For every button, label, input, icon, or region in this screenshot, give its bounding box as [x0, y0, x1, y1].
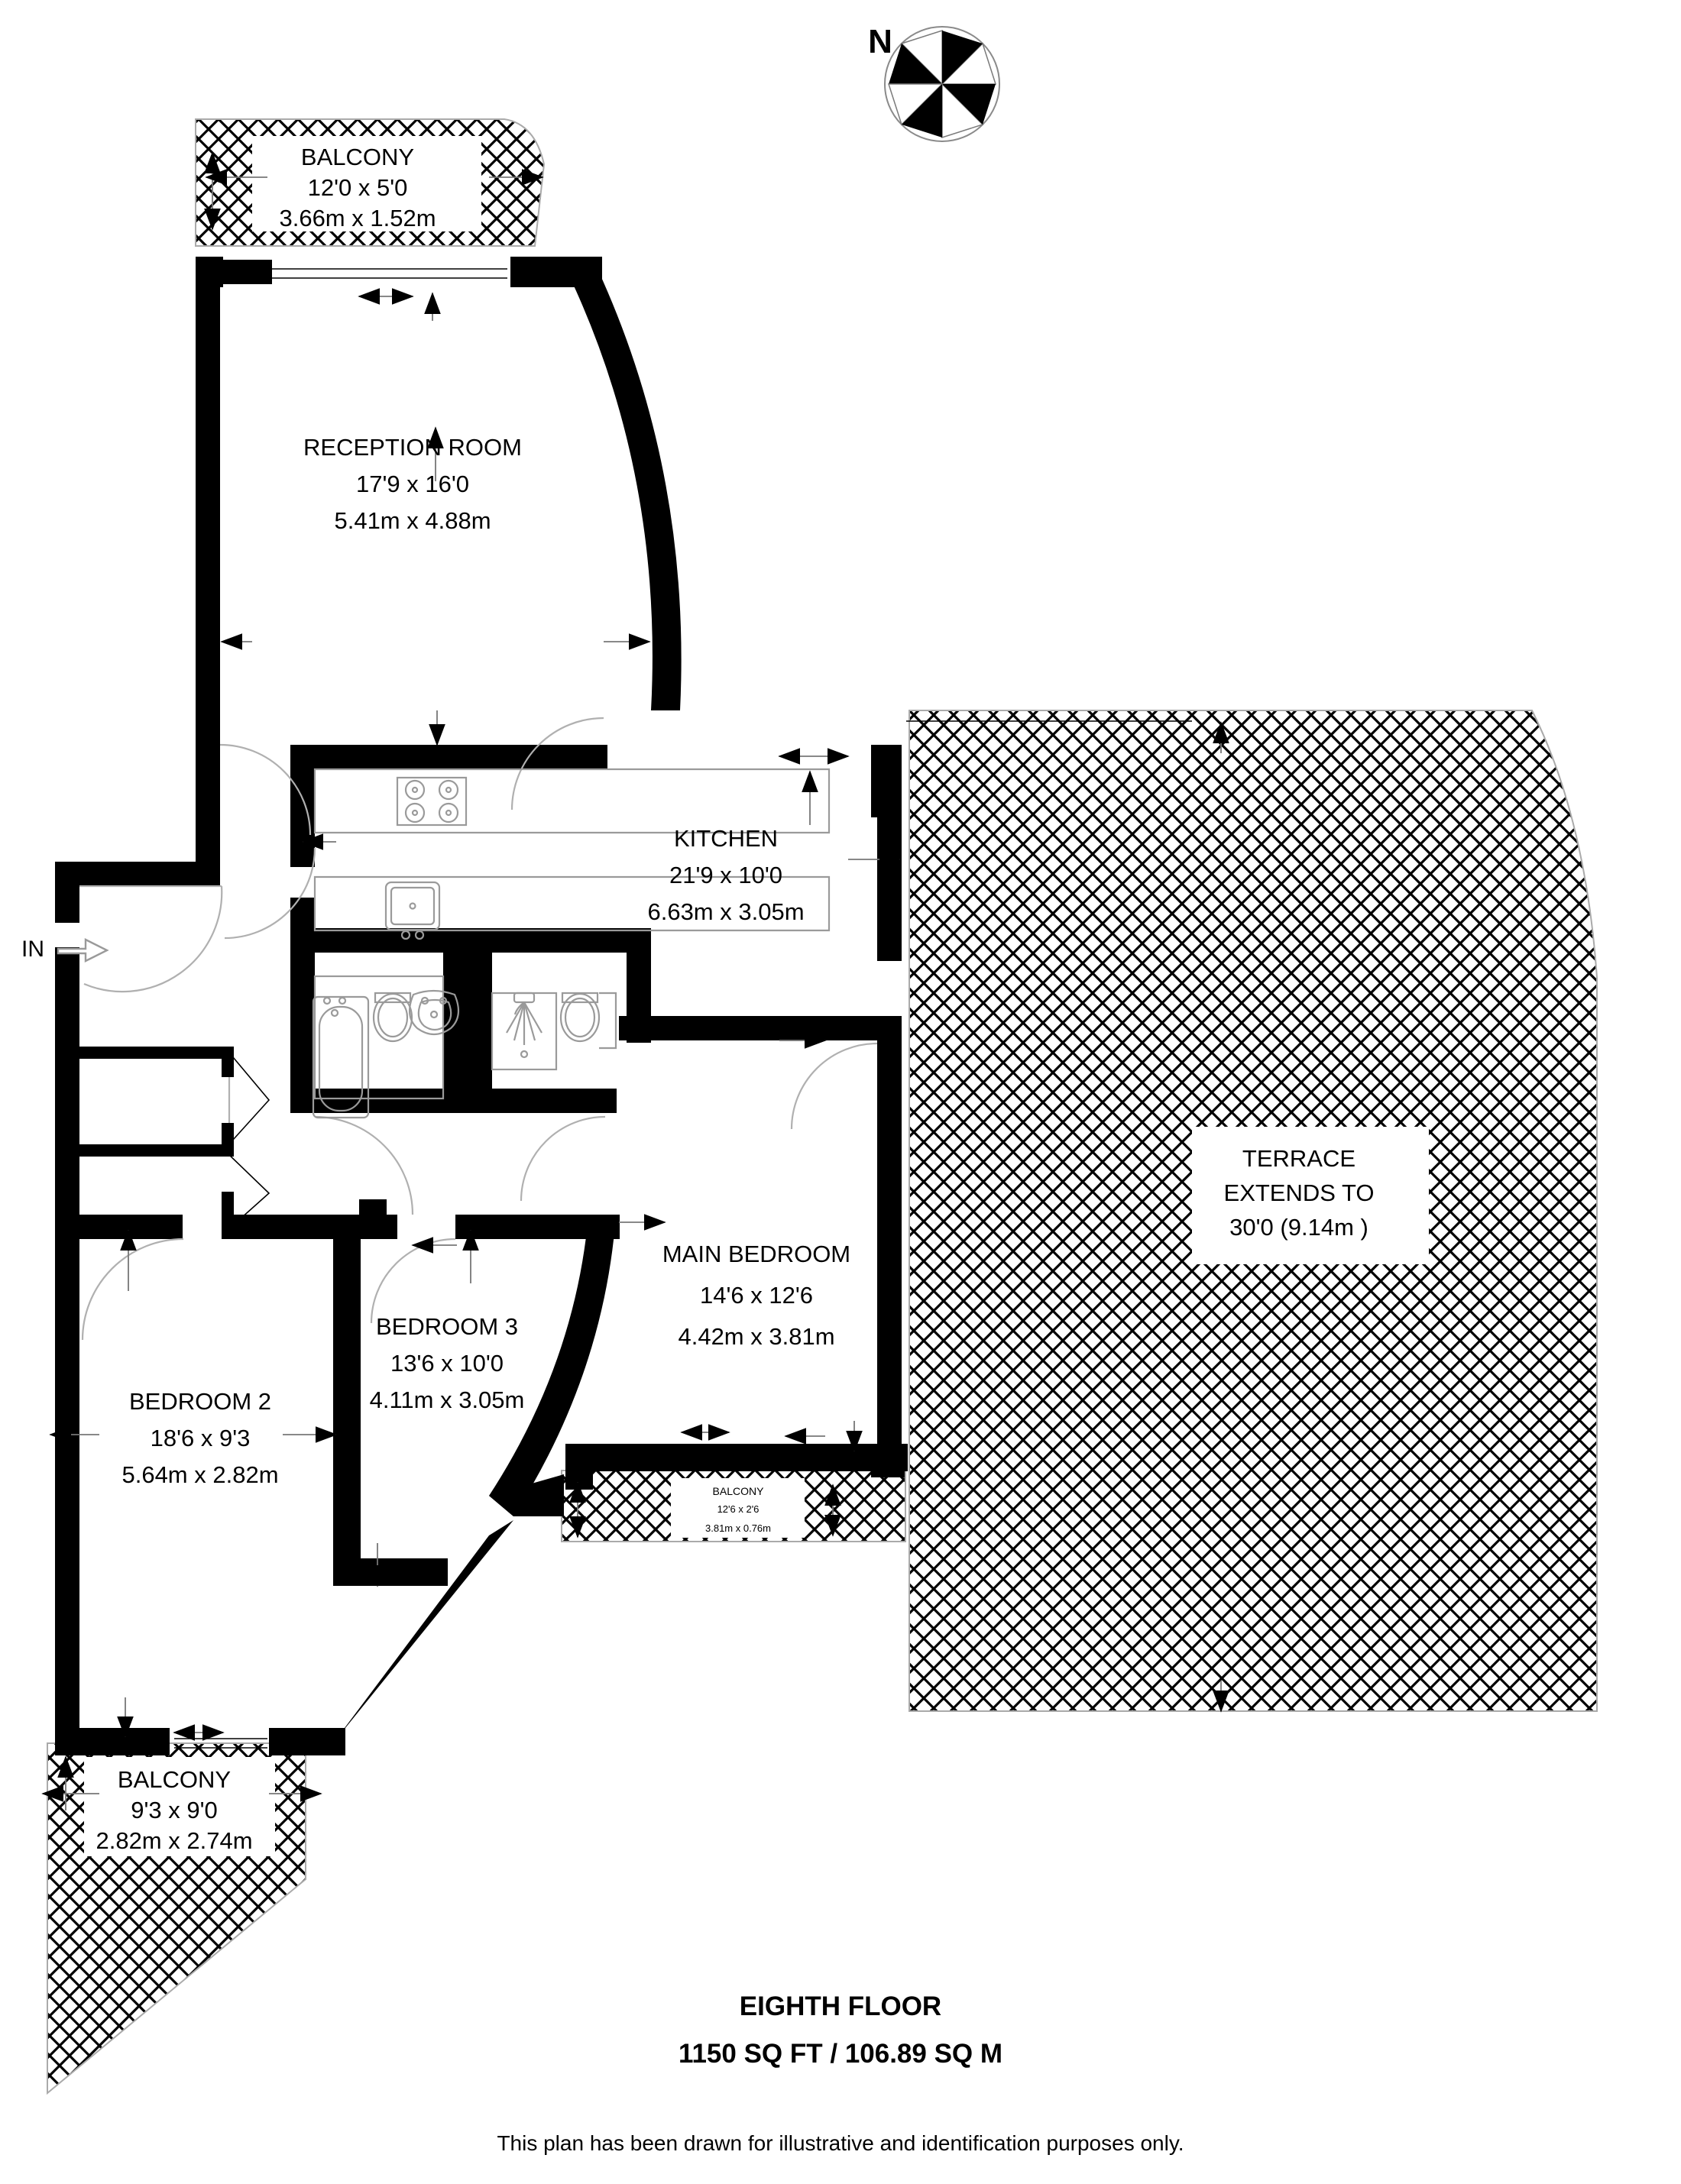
bathroom-2-fixtures [491, 992, 617, 1071]
balcony-main-bedroom-imperial: 12'6 x 2'6 [717, 1503, 760, 1515]
bedroom-3-name: BEDROOM 3 [376, 1313, 518, 1340]
shower-icon [491, 992, 558, 1071]
bedroom-2-name: BEDROOM 2 [129, 1388, 271, 1415]
wall-structure [55, 257, 908, 1755]
bedroom-2-metric: 5.64m x 2.82m [121, 1461, 278, 1488]
compass-north-label: N [868, 23, 892, 60]
terrace-label-plate [1192, 1127, 1429, 1264]
main-bedroom-imperial: 14'6 x 12'6 [700, 1282, 813, 1309]
kitchen-imperial: 21'9 x 10'0 [669, 862, 782, 888]
reception-room-metric: 5.41m x 4.88m [334, 507, 491, 534]
balcony-mb-label-plate [671, 1478, 805, 1538]
dimension-arrows [41, 151, 1229, 1810]
compass-rose-icon [884, 26, 1000, 142]
reception-room-name: RECEPTION ROOM [303, 434, 522, 461]
entry-in-label: IN [21, 937, 44, 962]
wall-stubs [196, 257, 905, 1477]
balcony-top-label-plate [252, 136, 481, 231]
balcony-top-metric: 3.66m x 1.52m [279, 205, 436, 231]
reception-room-imperial: 17'9 x 16'0 [356, 471, 469, 497]
terrace-area [909, 710, 1598, 1712]
balcony-bottom-imperial: 9'3 x 9'0 [131, 1797, 218, 1823]
terrace-line2: EXTENDS TO [1224, 1179, 1375, 1206]
kitchen-metric: 6.63m x 3.05m [647, 898, 804, 925]
main-bedroom-metric: 4.42m x 3.81m [678, 1323, 834, 1350]
balcony-main-bedroom-name: BALCONY [713, 1485, 765, 1497]
bedroom-3-imperial: 13'6 x 10'0 [390, 1350, 504, 1377]
washbasin-icon [408, 989, 460, 1036]
sink-icon [384, 881, 441, 940]
hob-icon [396, 776, 468, 827]
footer-floor-title: EIGHTH FLOOR [740, 1991, 941, 2021]
balcony-top-imperial: 12'0 x 5'0 [308, 174, 408, 201]
balcony-bottom-metric: 2.82m x 2.74m [96, 1827, 252, 1854]
toilet-icon [372, 992, 413, 1043]
terrace-name: TERRACE [1242, 1145, 1355, 1172]
closet-walls [79, 1047, 234, 1216]
bathroom-1-fixtures [312, 975, 460, 1119]
footer-disclaimer: This plan has been drawn for illustrativ… [497, 2131, 1184, 2155]
balcony-top-name: BALCONY [301, 144, 414, 170]
footer-area: 1150 SQ FT / 106.89 SQ M [679, 2039, 1002, 2069]
balcony-main-bedroom-metric: 3.81m x 0.76m [705, 1522, 771, 1534]
bedroom-2-imperial: 18'6 x 9'3 [151, 1425, 251, 1451]
bathtub-icon [312, 995, 370, 1119]
main-bedroom-name: MAIN BEDROOM [662, 1241, 850, 1267]
kitchen-fixtures [313, 768, 831, 940]
bedroom-3-metric: 4.11m x 3.05m [370, 1386, 525, 1413]
entry-arrow-icon [57, 938, 109, 963]
balcony-top-area [195, 118, 546, 247]
toilet-icon [559, 992, 617, 1050]
terrace-line3: 30'0 (9.14m ) [1229, 1214, 1368, 1241]
kitchen-name: KITCHEN [674, 825, 778, 852]
balcony-bottom-area [47, 1742, 306, 2095]
balcony-bottom-name: BALCONY [118, 1766, 231, 1793]
balcony-bottom-label-plate [84, 1757, 275, 1856]
